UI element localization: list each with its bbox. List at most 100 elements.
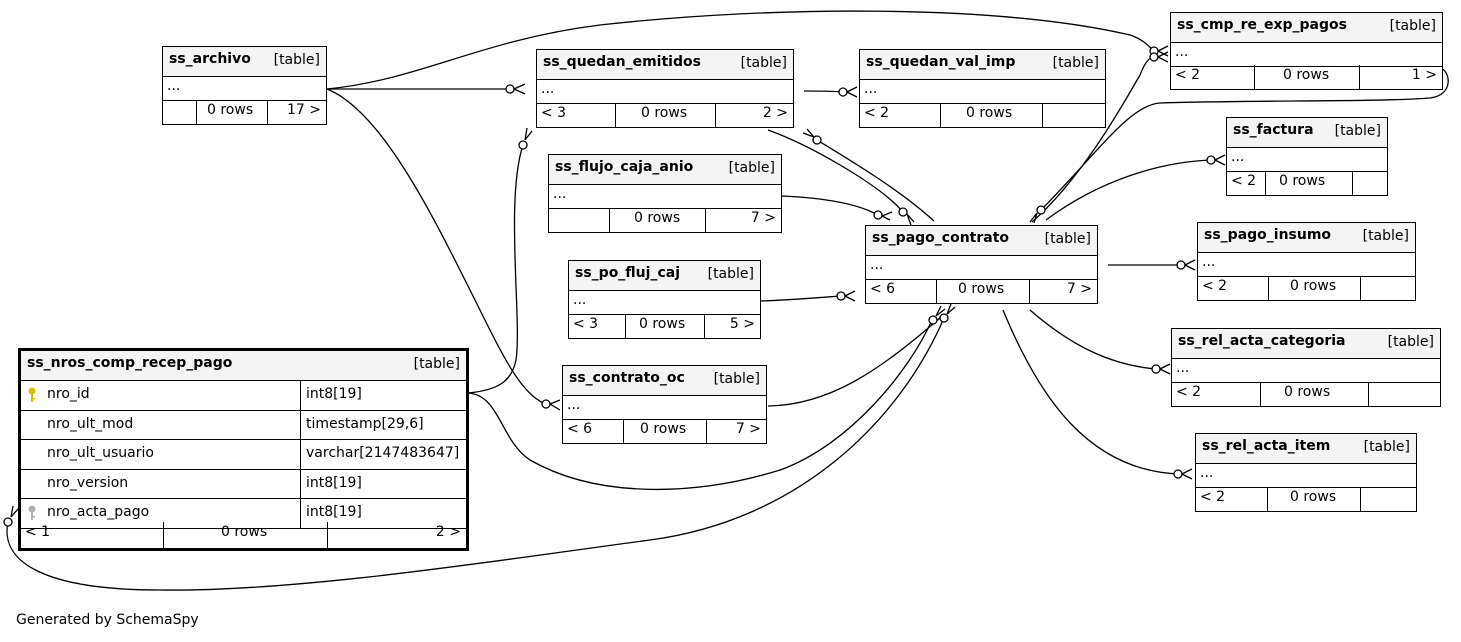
column-type: timestamp[29,6] (306, 415, 424, 432)
table-ss-rel-acta-categoria[interactable]: ss_rel_acta_categoria [table] ... < 2 0 … (1171, 328, 1441, 407)
column-name: nro_id (47, 386, 90, 402)
column-row[interactable]: nro_ult_usuario varchar[2147483647] (21, 440, 466, 470)
table-columns-collapsed: ... (1227, 148, 1387, 172)
table-columns-collapsed: ... (866, 256, 1097, 280)
table-kind: [table] (273, 52, 320, 68)
ellipsis: ... (870, 257, 884, 273)
table-header: ss_nros_comp_recep_pago [table] (21, 351, 466, 381)
column-row[interactable]: nro_acta_pago int8[19] (21, 499, 466, 529)
table-kind: [table] (728, 160, 775, 176)
ellipsis: ... (567, 397, 581, 413)
table-footer: 0 rows 7 > (549, 208, 781, 232)
table-header: ss_archivo [table] (163, 47, 326, 77)
table-columns-collapsed: ... (537, 80, 793, 104)
edge-pago-contrato-quedan-emitidos (816, 139, 935, 222)
table-kind: [table] (1052, 55, 1099, 71)
table-kind: [table] (740, 55, 787, 71)
parent-count: < 3 (541, 105, 567, 121)
ellipsis: ... (1202, 254, 1216, 270)
row-count: 0 rows (1290, 489, 1337, 505)
row-count: 0 rows (966, 105, 1013, 121)
table-name: ss_rel_acta_categoria (1178, 333, 1346, 349)
table-name: ss_factura (1233, 122, 1314, 138)
table-columns-collapsed: ... (1198, 253, 1415, 277)
table-ss-nros-comp-recep-pago[interactable]: ss_nros_comp_recep_pago [table] nro_id i… (18, 348, 469, 551)
table-columns-collapsed: ... (569, 291, 760, 315)
table-ss-quedan-emitidos[interactable]: ss_quedan_emitidos [table] ... < 3 0 row… (536, 49, 794, 128)
table-name: ss_nros_comp_recep_pago (27, 355, 233, 371)
edge-contrato-oc-pago-contrato (767, 317, 941, 407)
table-ss-rel-acta-item[interactable]: ss_rel_acta_item [table] ... < 2 0 rows (1195, 433, 1417, 512)
child-count: 2 > (762, 105, 788, 121)
primary-key-icon (27, 387, 37, 407)
column-row[interactable]: nro_version int8[19] (21, 469, 466, 499)
table-footer: < 3 0 rows 2 > (537, 103, 793, 127)
table-kind: [table] (1044, 231, 1091, 247)
child-count: 5 > (729, 316, 755, 332)
child-count: 7 > (1066, 281, 1092, 297)
table-header: ss_factura [table] (1227, 118, 1387, 148)
table-footer: < 2 0 rows 1 > (1171, 65, 1442, 89)
child-count: 17 > (287, 102, 321, 118)
child-count: 1 > (1411, 67, 1437, 83)
table-ss-archivo[interactable]: ss_archivo [table] ... 0 rows 17 > (162, 46, 327, 125)
column-name: nro_ult_usuario (47, 445, 154, 461)
foreign-key-icon (27, 505, 37, 525)
edge-pago-contrato-rel-acta-categoria (1029, 309, 1157, 370)
column-row[interactable]: nro_ult_mod timestamp[29,6] (21, 410, 466, 440)
table-kind: [table] (1363, 439, 1410, 455)
edge-quedan-emitidos-pago-contrato (767, 129, 904, 213)
row-count: 0 rows (221, 524, 268, 540)
edge-pago-contrato-cmp (1031, 56, 1155, 223)
table-name: ss_po_fluj_caj (575, 265, 680, 281)
row-count: 0 rows (634, 210, 681, 226)
ellipsis: ... (541, 81, 555, 97)
edge-quedan-emitidos-val-imp (803, 90, 844, 93)
table-columns-collapsed: ... (1172, 359, 1440, 383)
edge-pago-contrato-rel-acta-item (1002, 309, 1179, 475)
table-ss-factura[interactable]: ss_factura [table] ... < 2 0 rows (1226, 117, 1388, 196)
table-ss-flujo-caja-anio[interactable]: ss_flujo_caja_anio [table] ... 0 rows 7 … (548, 154, 782, 233)
table-ss-contrato-oc[interactable]: ss_contrato_oc [table] ... < 6 0 rows 7 … (562, 365, 767, 444)
table-header: ss_rel_acta_categoria [table] (1172, 329, 1440, 359)
table-header: ss_po_fluj_caj [table] (569, 261, 760, 291)
column-name: nro_version (47, 474, 129, 491)
table-name: ss_quedan_emitidos (543, 54, 701, 70)
column-row[interactable]: nro_id int8[19] (21, 381, 466, 411)
table-ss-cmp-re-exp-pagos[interactable]: ss_cmp_re_exp_pagos [table] ... < 2 0 ro… (1170, 12, 1443, 90)
row-count: 0 rows (640, 421, 687, 437)
column-type: int8[19] (306, 474, 362, 491)
table-columns-collapsed: ... (163, 77, 326, 101)
table-header: ss_quedan_emitidos [table] (537, 50, 793, 80)
parent-count: < 1 (25, 524, 51, 540)
edge-focus-pago-contrato-bottom (6, 317, 945, 591)
row-count: 0 rows (641, 105, 688, 121)
edge-archivo-contrato-oc (326, 88, 547, 405)
table-kind: [table] (1387, 334, 1434, 350)
column-type: varchar[2147483647] (306, 445, 460, 461)
edge-flujo-caja-pago-contrato (780, 195, 879, 216)
table-name: ss_pago_contrato (872, 230, 1010, 246)
column-type: int8[19] (306, 386, 362, 402)
table-name: ss_quedan_val_imp (866, 54, 1016, 70)
table-header: ss_rel_acta_item [table] (1196, 434, 1416, 464)
column-type: int8[19] (306, 504, 362, 520)
table-ss-pago-insumo[interactable]: ss_pago_insumo [table] ... < 2 0 rows (1197, 222, 1416, 301)
table-name: ss_contrato_oc (569, 370, 685, 386)
edge-archivo-cmp-re-exp-pagos (326, 10, 1155, 90)
table-kind: [table] (713, 371, 760, 387)
table-kind: [table] (1362, 228, 1409, 244)
table-footer: < 1 0 rows 2 > (21, 522, 466, 548)
row-count: 0 rows (1279, 173, 1326, 189)
table-ss-quedan-val-imp[interactable]: ss_quedan_val_imp [table] ... < 2 0 rows (859, 49, 1106, 128)
table-columns-collapsed: ... (563, 396, 766, 420)
table-ss-pago-contrato[interactable]: ss_pago_contrato [table] ... < 6 0 rows … (865, 225, 1098, 304)
table-name: ss_rel_acta_item (1202, 438, 1331, 454)
table-kind: [table] (413, 356, 460, 372)
table-footer: < 2 0 rows (860, 103, 1105, 127)
table-header: ss_contrato_oc [table] (563, 366, 766, 396)
column-name: nro_acta_pago (47, 504, 150, 520)
table-ss-po-fluj-caj[interactable]: ss_po_fluj_caj [table] ... < 3 0 rows 5 … (568, 260, 761, 339)
generated-by-note: Generated by SchemaSpy (16, 612, 199, 628)
